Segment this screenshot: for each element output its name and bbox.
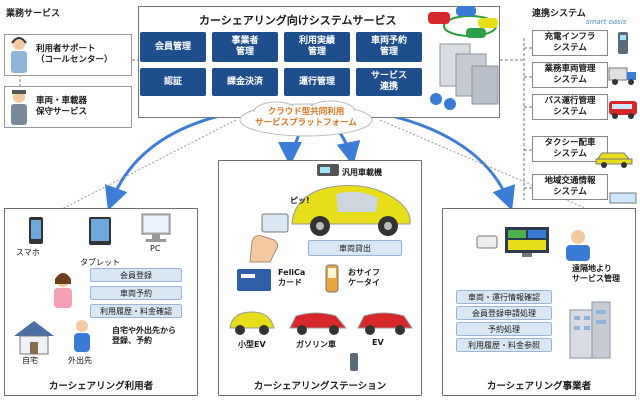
reservation-processing-pill: 予約処理 (456, 322, 552, 336)
authentication-button[interactable]: 認証 (140, 68, 206, 96)
taxi-icon (594, 146, 634, 168)
history-fee-pill: 利用履歴・料金確認 (90, 304, 182, 318)
mechanic-person-icon (8, 87, 30, 127)
felica-label-1: FeliCa (278, 268, 306, 277)
service-integration-button[interactable]: サービス連携 (356, 68, 422, 96)
vehicle-reservation-pill: 車両予約 (90, 286, 182, 300)
billing-payment-button[interactable]: 課金決済 (212, 68, 278, 96)
taxi-dispatch-system: タクシー配車システム (532, 136, 608, 162)
user-panel-title: カーシェアリング利用者 (48, 381, 154, 392)
felica-label-2: カード (278, 278, 302, 287)
usage-record-button[interactable]: 利用実績管理 (284, 32, 350, 62)
pc-label: PC (150, 244, 161, 253)
history-fee-reference-pill: 利用履歴・料金参照 (456, 338, 552, 352)
away-label: 外出先 (68, 356, 92, 365)
support-label-1: 利用者サポート (36, 44, 96, 54)
truck-icon (608, 64, 638, 86)
onboard-device-icon (316, 162, 340, 178)
mobile-wallet-icon (322, 264, 342, 294)
monitor-dashboard-icon (504, 226, 550, 258)
user-note-line1: 自宅や外出先から (112, 326, 176, 335)
operator-management-button[interactable]: 事業者管理 (212, 32, 278, 62)
charging-infra-system: 充電インフラシステム (532, 30, 608, 56)
station-car-row (226, 306, 416, 336)
house-icon (12, 318, 56, 356)
smartphone-label: スマホ (16, 248, 40, 257)
home-label: 自宅 (22, 356, 38, 365)
cloud-label-2: サービスプラットフォーム (255, 118, 357, 128)
onboard-device-label: 汎用車載機 (342, 168, 382, 177)
cloud-icon (239, 100, 373, 137)
small-ev-label: 小型EV (238, 340, 266, 349)
bus-icon (608, 98, 638, 120)
reservation-management-button[interactable]: 車両予約管理 (356, 32, 422, 62)
traffic-info-icon (608, 190, 638, 204)
left-section-title: 業務サービス (6, 9, 61, 19)
system-service-title: カーシェアリング向けシステムサービス (199, 14, 397, 27)
remote-label-2: サービス管理 (572, 274, 620, 283)
charger-stand-icon (344, 352, 364, 372)
office-building-icon (566, 300, 614, 360)
vehicle-dispatch-pill: 車両貸出 (308, 240, 402, 256)
right-section-title: 連携システム (532, 9, 586, 19)
card-touch-icon (246, 212, 292, 264)
station-panel-title: カーシェアリングステーション (253, 381, 387, 392)
server-icon (428, 6, 499, 110)
tablet-icon (88, 216, 114, 246)
gasoline-car (289, 312, 348, 335)
smart-oasis-brand: smart oasis (586, 18, 627, 26)
touch-label: ピッ! (290, 196, 310, 205)
support-label-2: （コールセンター） (36, 55, 113, 65)
member-management-button[interactable]: 会員管理 (140, 32, 206, 62)
ev-label: EV (372, 338, 384, 347)
user-note-line2: 登録、予約 (112, 336, 152, 345)
operator-person-icon (8, 35, 30, 75)
tablet-label: タブレット (80, 258, 120, 267)
smartphone-icon (26, 216, 46, 246)
cloud-platform: クラウド型共同利用 サービスプラットフォーム (236, 98, 376, 138)
gasoline-car-label: ガソリン車 (296, 340, 336, 349)
card-reader-icon (476, 232, 498, 250)
member-application-pill: 会員登録申請処理 (456, 306, 552, 320)
bus-operation-system: バス運行管理システム (532, 94, 608, 120)
cloud-label-1: クラウド型共同利用 (267, 107, 345, 117)
charger-icon (610, 30, 636, 56)
small-ev-car (229, 311, 275, 335)
yellow-car-large (286, 176, 416, 238)
operation-management-button[interactable]: 運行管理 (284, 68, 350, 96)
support-service-box: 利用者サポート （コールセンター） (4, 34, 132, 76)
fleet-management-system: 業務車両管理システム (532, 62, 608, 88)
vehicle-operation-info-pill: 車両・運行情報確認 (456, 290, 552, 304)
maintenance-label-2: 保守サービス (36, 107, 88, 117)
away-person-icon (70, 318, 94, 354)
osaifu-label-2: ケータイ (348, 278, 380, 287)
remote-label-1: 遠隔地より (572, 264, 612, 273)
osaifu-label-1: おサイフ (348, 268, 380, 277)
server-cluster (426, 4, 502, 116)
member-registration-pill: 会員登録 (90, 268, 182, 282)
regional-traffic-system: 地域交通情報システム (532, 174, 608, 200)
user-person-icon (50, 270, 76, 310)
maintenance-label-1: 車両・車載器 (36, 96, 88, 106)
pc-icon (136, 212, 176, 246)
felica-card-icon (236, 268, 272, 292)
maintenance-service-box: 車両・車載器 保守サービス (4, 86, 132, 128)
operator-staff-icon (560, 228, 596, 262)
operator-panel-title: カーシェアリング事業者 (486, 381, 592, 392)
ev-car (357, 312, 413, 335)
